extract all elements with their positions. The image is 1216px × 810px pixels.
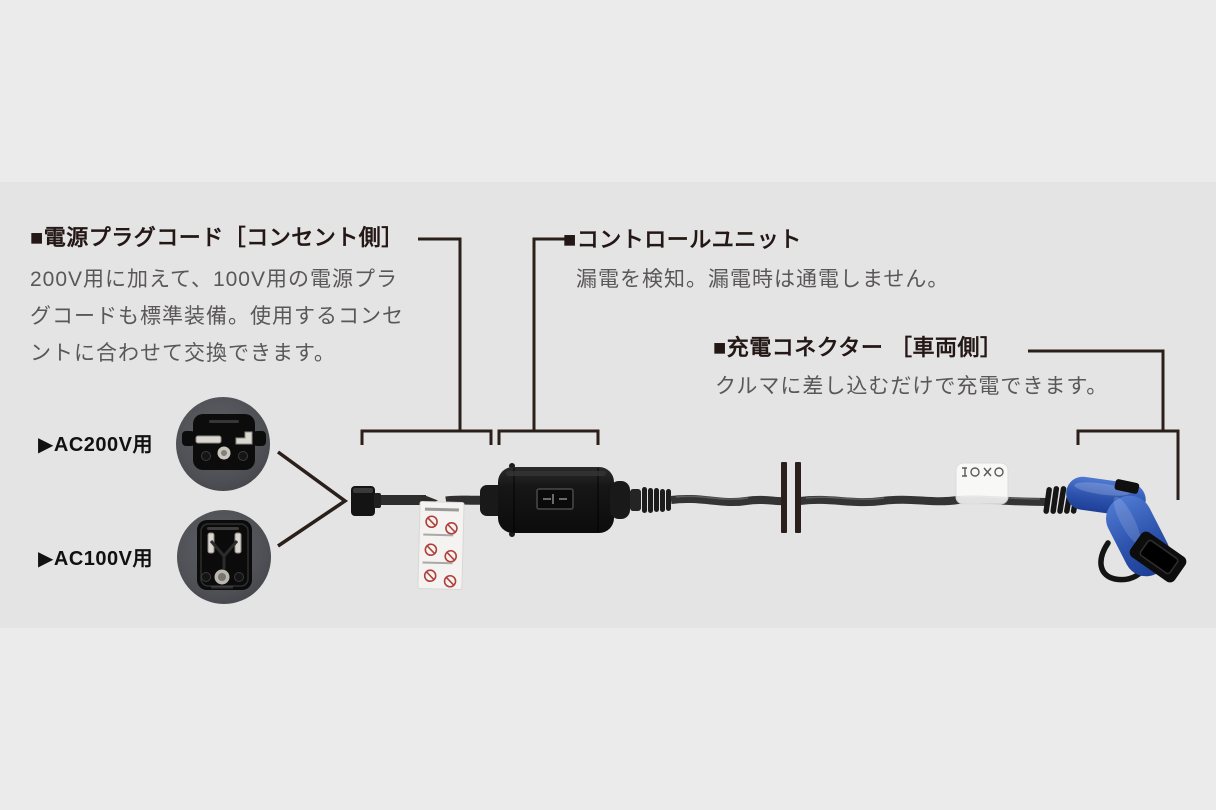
plug-photo-ac200v — [176, 397, 270, 491]
label-ac100v: ▶AC100V用 — [38, 548, 153, 570]
charge-connector-graphic — [1066, 476, 1187, 583]
control-unit-graphic — [480, 463, 671, 537]
prohibition-icons — [423, 515, 458, 588]
warning-tag — [417, 500, 465, 591]
annotation-lines — [276, 237, 1180, 548]
section-body-control-unit: 漏電を検知。漏電時は通電しません。 — [576, 268, 950, 291]
y-groove — [209, 540, 239, 569]
section-control-unit: ■コントロールユニット 漏電を検知。漏電時は通電しません。 — [563, 226, 949, 298]
section-body-power-plug-cord: 200V用に加えて、100V用の電源プラ グコードも標準装備。使用するコンセ ン… — [30, 268, 404, 365]
section-title-power-plug-cord: ■電源プラグコード［コンセント側］ — [30, 225, 404, 250]
section-charge-connector: ■充電コネクター ［車両側］ クルマに差し込むだけで充電できます。 — [713, 334, 1108, 405]
lead-line-charge-connector — [1028, 349, 1165, 431]
lead-line-power-plug-cord — [418, 237, 462, 431]
bracket-charge-connector — [1076, 429, 1180, 500]
section-body-charge-connector: クルマに差し込むだけで充電できます。 — [715, 375, 1109, 398]
power-plug-cord-graphic — [351, 486, 438, 516]
section-title-control-unit: ■コントロールユニット — [563, 227, 802, 252]
cable-assembly — [351, 462, 1187, 591]
bracket-power-plug-cord — [360, 429, 493, 445]
blade-right-l-shape — [235, 431, 253, 445]
lead-line-control-unit — [532, 237, 567, 431]
strain-relief-ribs — [642, 487, 671, 513]
spec-tag — [955, 462, 1009, 505]
bracket-control-unit — [497, 429, 600, 445]
section-power-plug-cord: ■電源プラグコード［コンセント側］ 200V用に加えて、100V用の電源プラ グ… — [30, 224, 404, 372]
blade-left — [195, 435, 222, 444]
section-title-charge-connector: ■充電コネクター ［車両側］ — [713, 335, 1003, 360]
plug-photo-ac100v — [177, 510, 271, 604]
label-ac200v: ▶AC200V用 — [38, 434, 153, 456]
certification-marks — [962, 467, 1004, 477]
connector-latch — [1114, 479, 1140, 494]
cable-break-marks — [781, 462, 801, 533]
converge-lines — [276, 450, 349, 548]
control-unit-label — [536, 488, 574, 510]
